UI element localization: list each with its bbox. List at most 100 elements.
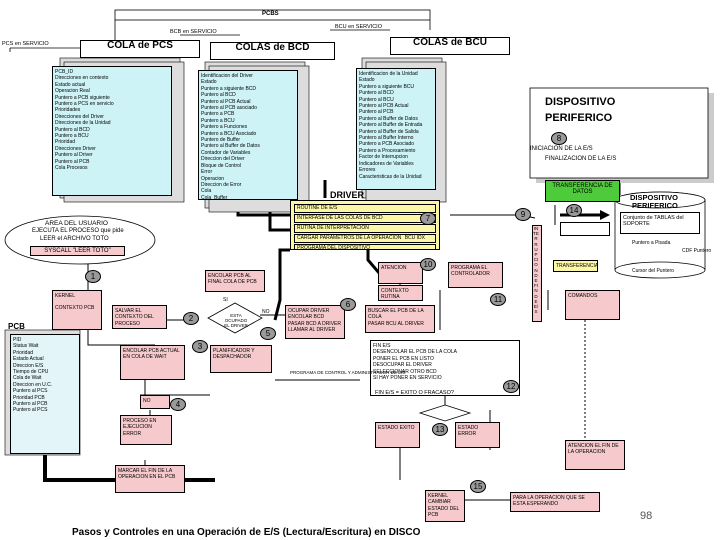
interrupcion-bar: INTERRUPCION DE FIN DE E/S — [532, 225, 542, 322]
finalizacion-es: FINALIZACION DE LA E/S — [545, 156, 617, 162]
ocupar-driver-box: OCUPAR DRIVER ENCOLAR BCD PASAR BCD A DR… — [285, 305, 345, 339]
puntero-pisada: Puntero a Pisada — [632, 240, 671, 246]
tablas-soporte: Conjunto de TABLAS del SOPORTE — [620, 212, 700, 234]
list-item: Puntero al BCD — [359, 90, 394, 97]
comandos-label: COMANDOS — [568, 293, 598, 299]
list-item: Indicadores de Variables — [359, 160, 414, 167]
atencion-fin-label: ATENCION EL FIN DE LA OPERACION — [568, 443, 619, 456]
estado-exito-label: ESTADO EXITO — [378, 425, 415, 431]
list-item: PONER EL PCB EN LISTO — [373, 355, 434, 362]
ex-wait-box: PARA LA OPERACION QUE SE ESTA ESPERANDO — [510, 492, 600, 512]
list-item: Identificacion del Driver — [201, 73, 253, 79]
step-badge-5: 5 — [260, 327, 276, 340]
kernel2-box: KERNEL CAMBIAR ESTADO DEL PCB — [425, 490, 465, 522]
list-item: Direccion E/S — [13, 362, 44, 369]
list-item: PID — [13, 337, 22, 343]
list-item: SELECCIONAR OTRO BCD — [373, 368, 437, 375]
driver-row-right: BCU IDX — [404, 235, 425, 241]
list-item: Puntero a Funciones — [201, 124, 248, 131]
list-item: Puntero a PCB siguiente — [55, 94, 110, 101]
list-item: Direcciones del Driver — [55, 113, 104, 120]
list-item: Puntero al PCB — [359, 109, 394, 116]
list-item: Puntero al PCB — [13, 401, 48, 408]
step-badge-12: 12 — [503, 380, 519, 393]
list-item: Operacion Real — [55, 88, 90, 95]
estado-exito-box: ESTADO EXITO — [375, 422, 420, 448]
disp-right-title1: DISPOSITIVO — [630, 193, 678, 202]
driver-row: INTERFASE DE LAS COLAS DE BCD — [294, 214, 436, 223]
list-item: Puntero al Buffer de Salida — [359, 128, 419, 135]
buscar-pcs-box: BUSCAR EL PCB DE LA COLA PASAR BCU AL DR… — [365, 305, 435, 333]
list-item: Direccion de Error — [201, 181, 242, 188]
list-item: Puntero a BCU Asociado — [201, 130, 257, 137]
cola-pcs-header-card: COLA de PCS — [80, 40, 200, 58]
kernel-label: KERNEL — [55, 293, 76, 299]
list-item: Puntero al BCU — [359, 96, 394, 103]
step-badge-6: 6 — [340, 298, 356, 311]
dispositivo-title1: DISPOSITIVO — [545, 96, 616, 108]
list-item: Prioridad — [13, 349, 34, 356]
list-item: Prioridades — [55, 107, 81, 114]
transf-datos-mid-label: TRANSFERENCIA DE DATOS — [556, 263, 598, 269]
disp-right-title2: PERIFERICO — [632, 201, 678, 210]
pasar-bcu-label: PASAR BCU AL DRIVER — [368, 320, 424, 327]
salvar-contexto-label: SALVAR EL CONTEXTO DEL PROCESO — [115, 308, 154, 327]
syscall-label: SYSCALL "LEER TOTO" — [44, 248, 111, 254]
list-item: Estado Actual — [13, 356, 44, 363]
area-usuario-l2: EJECUTA EL PROCESO que pide — [32, 228, 124, 234]
pasar-bcd-label: PASAR BCD A DRIVER — [288, 320, 341, 327]
list-item: Puntero al Buffer Interno — [359, 135, 414, 142]
list-item: Puntero al BCD — [201, 92, 236, 99]
cursor-puntero: Cursor del Puntero — [632, 268, 674, 274]
list-item: Puntero a Procesamiento — [359, 147, 416, 154]
pcs-servicio-label: PCS en SERVICIO — [2, 41, 49, 47]
list-item: Estado — [201, 79, 217, 86]
marcar-fin-label: MARCAR EL FIN DE LA OPERACION EN EL PCB — [118, 468, 176, 481]
list-item: Direcciones Driver — [55, 145, 96, 152]
transferencia-datos-mid: TRANSFERENCIA DE DATOS — [553, 260, 598, 272]
list-item: Puntero al BCD — [55, 126, 90, 133]
atencion-fin-box: ATENCION EL FIN DE LA OPERACION — [565, 440, 625, 470]
list-item: Errores — [359, 167, 376, 174]
colas-bcu-header-card: COLAS de BCU — [390, 37, 510, 55]
list-item: Direccion en U.C. — [13, 381, 53, 388]
list-item: Puntero a siguiente BCD — [201, 85, 257, 92]
list-item: Direcciones de la Unidad — [55, 120, 111, 127]
encolar-pcb2-label: ENCOLAR PCB AL FINAL COLA DE PCB — [208, 273, 257, 286]
salvar-contexto-box: SALVAR EL CONTEXTO DEL PROCESO — [112, 305, 167, 329]
step-badge-8: 8 — [551, 132, 567, 145]
list-item: Contador de Variables — [201, 149, 251, 156]
list-item: Puntero al Buffer de Datos — [359, 115, 418, 122]
syscall-box: SYSCALL "LEER TOTO" — [30, 246, 125, 256]
driver-row: RUTINA DE INTERPRETACION — [294, 224, 436, 233]
driver-heading: DRIVER — [330, 190, 365, 200]
list-item: Puntero a siguiente BCU — [359, 83, 415, 90]
encolar-pcb-box: ENCOLAR PCB ACTUAL EN COLA DE WAIT — [120, 345, 185, 380]
pcb-title: PCB — [8, 322, 25, 331]
list-item: Puntero al Driver — [55, 152, 93, 159]
si-label: SI — [223, 297, 228, 303]
page-number: 98 — [640, 510, 653, 522]
cdf-puntero: CDF Puntero — [682, 248, 712, 254]
list-item: Status Wait — [13, 343, 39, 350]
cambiar-estado-label: CAMBIAR ESTADO DEL PCB — [428, 499, 460, 519]
pcbs-label: PCBS — [262, 11, 279, 17]
list-item: Direcciones en contexto — [55, 75, 109, 82]
driver-row-label: PROGRAMA DEL DISPOSITIVO — [297, 245, 371, 250]
driver-row-label: RUTINA DE INTERPRETACION — [297, 225, 369, 231]
encolar-pcb-label: ENCOLAR PCB ACTUAL EN COLA DE WAIT — [123, 348, 180, 361]
kernel-box: KERNEL CONTEXTO PCB — [52, 290, 102, 330]
driver-row-label: ROUTINE DE E/S — [297, 205, 338, 211]
esta-ocupado-label: ESTA OCUPADO EL DRIVER — [224, 313, 248, 328]
list-item: Factor de Interrupcion — [359, 154, 408, 161]
driver-row: PROGRAMA DEL DISPOSITIVO — [294, 244, 436, 250]
list-item: Estado actual — [55, 81, 86, 88]
iniciacion-es: INICIACION DE LA E/S — [530, 146, 593, 152]
list-item: Puntero al PCS — [13, 407, 48, 414]
step-badge-14: 14 — [566, 204, 582, 217]
list-item: SI HAY PONER EN SERVICIO — [373, 375, 442, 382]
list-item: Error — [201, 169, 213, 176]
